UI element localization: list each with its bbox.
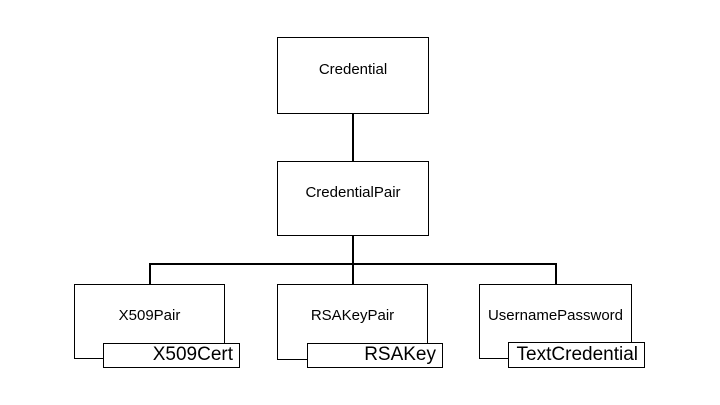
node-x509cert: X509Cert <box>103 343 240 368</box>
node-credentialpair-label: CredentialPair <box>305 183 401 201</box>
node-usernamepassword-label: UsernamePassword <box>487 306 624 324</box>
node-textcredential: TextCredential <box>508 342 645 368</box>
edge-credential-to-credentialpair <box>352 114 354 161</box>
node-rsakey: RSAKey <box>307 343 443 368</box>
edge-credentialpair-to-children <box>352 236 354 284</box>
node-credentialpair: CredentialPair <box>277 161 429 236</box>
edge-drop-usernamepassword <box>555 263 557 284</box>
node-x509pair-label: X509Pair <box>118 306 181 324</box>
node-credential: Credential <box>277 37 429 114</box>
node-textcredential-label: TextCredential <box>516 343 638 365</box>
edge-children-bus <box>149 263 556 265</box>
node-rsakeypair-label: RSAKeyPair <box>310 307 395 324</box>
node-x509cert-label: X509Cert <box>152 344 233 365</box>
edge-drop-x509pair <box>149 263 151 284</box>
node-credential-label: Credential <box>318 60 388 78</box>
node-rsakey-label: RSAKey <box>364 344 436 365</box>
